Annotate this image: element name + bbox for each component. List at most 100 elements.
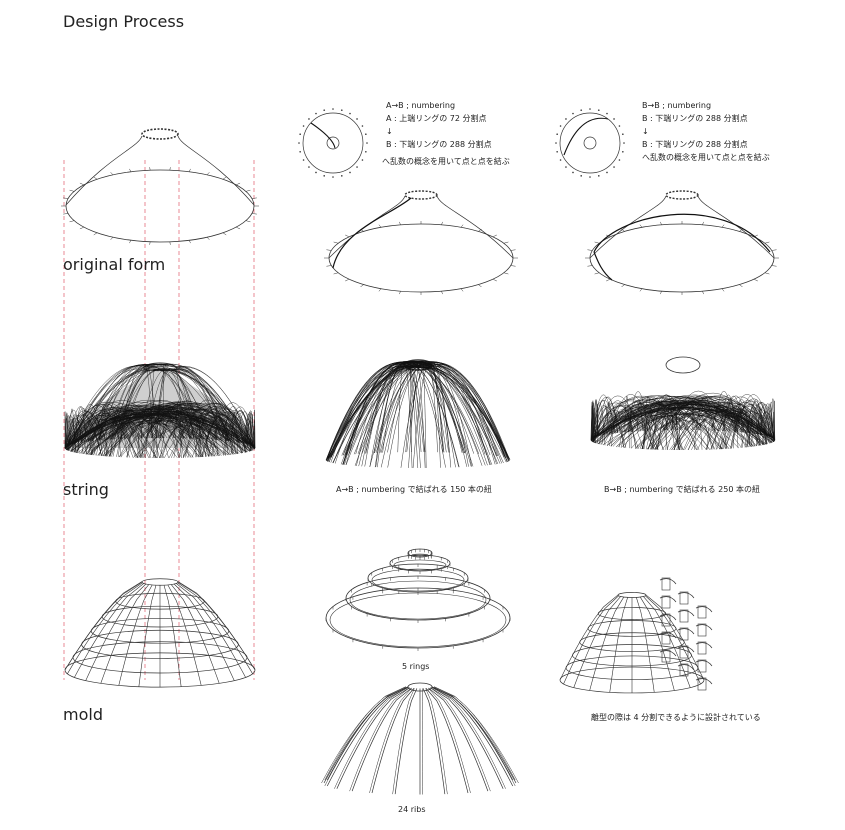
division-dot — [365, 150, 367, 153]
division-dot — [580, 109, 583, 111]
split-piece-block — [697, 605, 707, 619]
string-line — [417, 366, 508, 462]
split-piece-block — [661, 595, 671, 609]
string-line — [590, 401, 594, 441]
mold-rib — [118, 584, 153, 686]
division-tick — [753, 278, 758, 282]
rib-edge — [428, 688, 471, 794]
string-line — [83, 413, 162, 455]
mold-rib — [177, 582, 253, 674]
note-a-to-b: A→B ; numbering A : 上端リングの 72 分割点 ↓ B : … — [382, 99, 510, 168]
division-dot — [559, 159, 562, 161]
string-line — [348, 365, 407, 455]
string-line — [64, 409, 82, 448]
string-line — [79, 412, 252, 454]
split-piece-block — [661, 577, 671, 591]
string-line — [171, 368, 235, 455]
rib-edge — [334, 687, 408, 789]
string-line — [167, 369, 204, 457]
division-dot — [308, 118, 310, 120]
mold-rib — [177, 581, 253, 667]
string-line — [109, 426, 129, 458]
division-dot — [298, 142, 300, 144]
split-piece — [677, 664, 695, 671]
division-dot — [606, 171, 608, 174]
string-line — [592, 395, 687, 439]
split-mold-drawing — [559, 577, 713, 694]
rib — [431, 686, 514, 781]
ring-inner — [349, 580, 487, 620]
note-line: A→B ; numbering — [386, 101, 456, 110]
rib — [428, 687, 489, 792]
string-line — [325, 360, 416, 461]
top-ring — [665, 190, 699, 200]
note-line: A : 上端リングの 72 分割点 — [386, 114, 487, 123]
mold-rib — [176, 583, 246, 678]
division-tick — [739, 284, 743, 288]
split-piece-block — [661, 631, 671, 645]
string-line — [71, 406, 160, 445]
rib — [326, 687, 409, 787]
mold-rib — [74, 583, 144, 678]
division-dot — [349, 112, 351, 115]
string-line — [591, 405, 722, 450]
small-ring-diagram-b — [555, 108, 625, 178]
string-line — [400, 364, 433, 468]
string-line — [76, 367, 175, 453]
string-line — [66, 419, 77, 453]
string-line — [144, 365, 197, 439]
rib-edge — [433, 686, 516, 781]
division-dot — [323, 109, 326, 111]
division-dot — [366, 142, 368, 144]
division-tick — [441, 291, 443, 295]
string-line — [64, 421, 229, 456]
mold-ring — [141, 578, 179, 586]
string-line — [325, 361, 411, 461]
top-ring — [404, 190, 438, 200]
division-tick — [326, 249, 332, 251]
string-line — [175, 367, 233, 455]
string-line — [415, 360, 498, 457]
bottom-ring — [65, 169, 255, 243]
string-line — [64, 415, 138, 458]
division-tick — [206, 172, 210, 175]
string-line — [90, 417, 214, 457]
string-line — [183, 416, 249, 458]
division-tick — [235, 226, 241, 230]
rib — [425, 688, 469, 794]
mold-ring — [617, 592, 647, 598]
string-line — [648, 398, 700, 450]
split-piece — [695, 606, 713, 613]
division-tick — [169, 167, 171, 171]
mold-rib — [85, 583, 147, 681]
numbering-form-a — [324, 190, 518, 295]
division-dot — [565, 118, 567, 120]
division-dot — [589, 108, 591, 110]
split-piece-block — [697, 659, 707, 673]
string-line — [431, 363, 452, 468]
split-piece — [695, 642, 713, 649]
division-dot — [361, 125, 364, 127]
division-tick — [63, 213, 69, 215]
division-tick — [621, 228, 625, 232]
division-dot — [606, 112, 608, 115]
split-piece-block — [679, 627, 689, 641]
division-tick — [129, 168, 132, 172]
division-tick — [721, 224, 725, 228]
rib — [351, 687, 412, 792]
note-line: ↓ — [386, 127, 393, 136]
string-line — [342, 364, 432, 456]
split-piece — [677, 628, 695, 635]
division-tick — [235, 182, 241, 186]
string-line — [590, 408, 772, 441]
connection-arc — [310, 122, 336, 149]
string-line — [403, 363, 460, 468]
string-line — [144, 367, 251, 452]
rib-edge — [430, 687, 491, 792]
mold-rib — [67, 581, 143, 667]
string-line — [327, 363, 432, 459]
division-dot — [361, 159, 364, 161]
division-tick — [188, 240, 191, 244]
split-piece — [659, 596, 677, 603]
division-dot — [613, 118, 615, 120]
